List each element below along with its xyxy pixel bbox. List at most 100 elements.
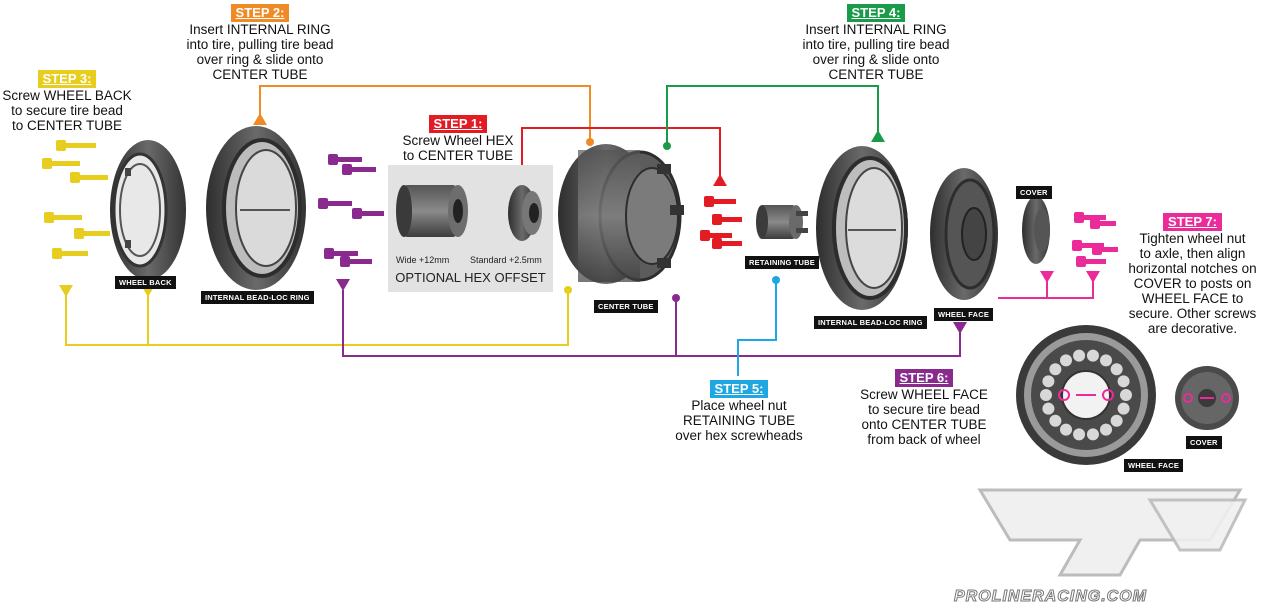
step1-callout: STEP 1: Screw Wheel HEX to CENTER TUBE (396, 115, 520, 163)
screw-icon (328, 154, 362, 165)
hex-standard-label: Standard +2.5mm (470, 255, 542, 265)
hex-wide-label: Wide +12mm (396, 255, 450, 265)
step3-text: Screw WHEEL BACK to secure tire bead to … (2, 88, 132, 133)
standard-hex-part (508, 185, 542, 241)
step1-connector (521, 127, 721, 176)
step6-connector (342, 290, 961, 357)
screw-icon (704, 196, 736, 207)
step1-badge: STEP 1: (428, 115, 488, 133)
step1-arrow (713, 174, 727, 186)
step6-arrow-left (336, 279, 350, 291)
wheel-hole (1100, 423, 1112, 436)
screw-icon (352, 208, 384, 219)
step6-badge: STEP 6: (894, 369, 954, 387)
screw-icon (342, 164, 376, 175)
internal-ring-left-part (206, 126, 306, 290)
internal-ring-right-label: INTERNAL BEAD-LOC RING (814, 316, 927, 329)
screw-icon (318, 198, 352, 209)
cover-front-view (1175, 366, 1239, 430)
step4-dot (663, 142, 671, 150)
wide-hex-part (396, 185, 468, 237)
wheel-hole (1040, 389, 1052, 401)
wheel-back-screws (42, 140, 110, 259)
step5-dot (772, 276, 780, 284)
wheel-back-label: WHEEL BACK (115, 276, 176, 289)
screw-icon (70, 172, 108, 183)
wheel-hole (1073, 428, 1086, 441)
connector-lines (65, 85, 1094, 376)
step4-text: Insert INTERNAL RING into tire, pulling … (802, 22, 950, 82)
screw-icon (324, 248, 358, 259)
pro-line-logo (977, 488, 1248, 577)
wheel-hole (1086, 349, 1099, 362)
screw-icon (712, 214, 742, 225)
step7-callout: STEP 7: Tighten wheel nut to axle, then … (1124, 213, 1261, 336)
step5-badge: STEP 5: (709, 380, 769, 398)
screw-icon (1092, 244, 1118, 255)
wheel-hole (1086, 428, 1099, 441)
wheel-hole (1060, 354, 1072, 367)
step6-dot (672, 294, 680, 302)
step2-badge: STEP 2: (230, 4, 290, 22)
step4-arrow (871, 130, 885, 142)
step5-text: Place wheel nut RETAINING TUBE over hex … (675, 398, 803, 443)
step6-arrow-right (953, 322, 967, 334)
wheel-hole (1100, 354, 1112, 367)
retaining-tube-part (756, 205, 808, 239)
internal-ring-right-part (816, 146, 908, 310)
step3-arrow-left (59, 285, 73, 297)
internal-ring-left-label: INTERNAL BEAD-LOC RING (201, 291, 314, 304)
wheel-face-label: WHEEL FACE (934, 308, 994, 321)
cover-label: COVER (1016, 186, 1052, 199)
step3-callout: STEP 3: Screw WHEEL BACK to secure tire … (0, 70, 134, 133)
step2-dot (586, 138, 594, 146)
screw-icon (44, 212, 82, 223)
step2-text: Insert INTERNAL RING into tire, pulling … (186, 22, 334, 82)
screw-icon (340, 256, 372, 267)
screw-icon (712, 238, 742, 249)
logo-url: PROLINERACING.COM (954, 588, 1147, 606)
screw-icon (1076, 256, 1106, 267)
wheel-hole (1110, 414, 1123, 427)
screw-icon (700, 230, 732, 241)
wheel-hole (1060, 423, 1072, 436)
step7-text: Tighten wheel nut to axle, then align ho… (1128, 231, 1257, 336)
screw-icon (1090, 218, 1116, 229)
wheel-face-bottom-label: WHEEL FACE (1124, 459, 1184, 472)
wheel-face-front-view (1016, 325, 1156, 465)
step5-callout: STEP 5: Place wheel nut RETAINING TUBE o… (666, 380, 812, 443)
step3-dot (564, 286, 572, 294)
retaining-tube-label: RETAINING TUBE (745, 256, 819, 269)
wheel-face-part (930, 168, 998, 300)
center-tube-label: CENTER TUBE (594, 300, 658, 313)
hex-offset-title: OPTIONAL HEX OFFSET (395, 270, 546, 285)
step1-text: Screw Wheel HEX to CENTER TUBE (402, 133, 514, 163)
wheel-face-screws (318, 154, 384, 267)
step4-connector (666, 85, 879, 145)
hex-screws (700, 196, 742, 249)
wheel-back-part (110, 140, 186, 280)
step2-callout: STEP 2: Insert INTERNAL RING into tire, … (184, 4, 336, 82)
screw-icon (42, 158, 80, 169)
wheel-hole (1073, 349, 1086, 362)
center-tube-part (558, 144, 684, 284)
step7-arrow-right (1086, 271, 1100, 283)
step3-badge: STEP 3: (37, 70, 97, 88)
screw-icon (56, 140, 96, 151)
step6-callout: STEP 6: Screw WHEEL FACE to secure tire … (850, 369, 998, 447)
step4-callout: STEP 4: Insert INTERNAL RING into tire, … (800, 4, 952, 82)
wheel-hole (1049, 414, 1062, 427)
step4-badge: STEP 4: (846, 4, 906, 22)
wheel-hole (1117, 402, 1130, 415)
wheel-hole (1110, 363, 1123, 376)
step7-arrow-left (1040, 271, 1054, 283)
screw-icon (1074, 212, 1106, 223)
step7-badge: STEP 7: (1163, 213, 1222, 231)
step7-connector (998, 278, 1094, 299)
screw-icon (74, 228, 110, 239)
cover-screws (1072, 212, 1118, 267)
wheel-hole (1117, 375, 1130, 388)
cover-part (1022, 196, 1050, 264)
step2-connector (259, 85, 591, 140)
step6-text: Screw WHEEL FACE to secure tire bead ont… (860, 387, 988, 447)
